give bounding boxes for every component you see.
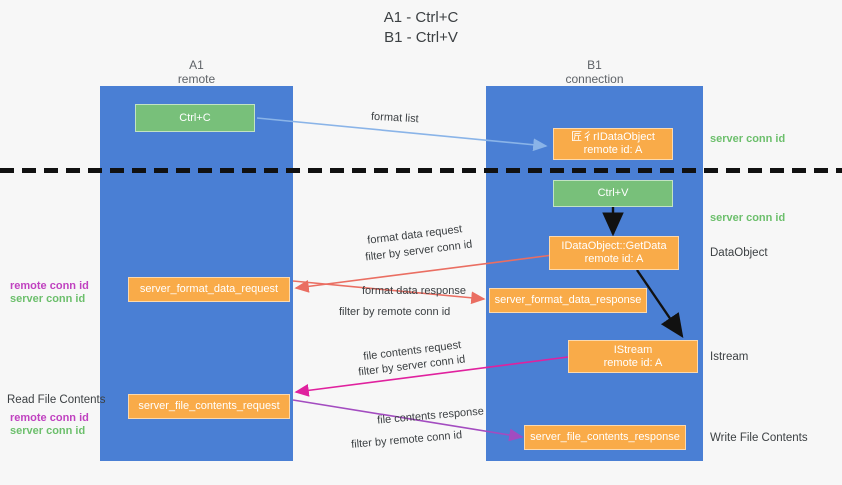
label-format-list: format list xyxy=(370,110,419,126)
box-server-file-contents-response-label: server_file_contents_response xyxy=(530,431,680,443)
column-header-a1-name: A1 xyxy=(189,58,204,72)
box-ctrl-v[interactable]: Ctrl+V xyxy=(553,180,673,207)
box-server-file-contents-request[interactable]: server_file_contents_request xyxy=(128,394,290,419)
box-idataobject-line2: remote id: A xyxy=(583,144,643,156)
box-idataobject-line1: 匠彳rIDataObject xyxy=(571,131,655,143)
label-write-file-contents: Write File Contents xyxy=(710,432,808,444)
box-server-file-contents-request-label: server_file_contents_request xyxy=(138,400,280,412)
format-data-request-filter-prefix: filter by xyxy=(364,246,405,264)
label-dataobject: DataObject xyxy=(710,247,768,259)
box-server-format-data-request[interactable]: server_format_data_request xyxy=(128,277,290,302)
box-ctrl-c[interactable]: Ctrl+C xyxy=(135,104,255,132)
title-line-1: A1 - Ctrl+C xyxy=(383,9,459,26)
column-header-a1: A1 remote xyxy=(100,58,293,86)
phase-divider xyxy=(0,168,842,173)
column-header-b1: B1 connection xyxy=(486,58,703,86)
box-server-file-contents-response[interactable]: server_file_contents_response xyxy=(524,425,686,450)
box-server-format-data-response-label: server_format_data_response xyxy=(494,294,642,306)
label-server-conn-id-upper: server conn id xyxy=(10,293,86,305)
box-server-format-data-request-label: server_format_data_request xyxy=(139,283,279,295)
format-data-response-filter-value: remote conn id xyxy=(377,306,451,318)
label-file-contents-response: file contents response xyxy=(376,405,485,427)
diagram-title: A1 - Ctrl+C B1 - Ctrl+V xyxy=(0,8,842,48)
format-data-response-filter-prefix: filter by xyxy=(339,306,378,318)
file-contents-response-filter-prefix: filter by xyxy=(350,435,391,451)
title-line-2: B1 - Ctrl+V xyxy=(384,29,458,46)
box-idataobject[interactable]: 匠彳rIDataObject remote id: A xyxy=(553,128,673,160)
label-server-conn-id-mid: server conn id xyxy=(710,212,786,224)
label-remote-conn-id-lower: remote conn id xyxy=(10,412,89,424)
box-server-format-data-response[interactable]: server_format_data_response xyxy=(489,288,647,313)
label-format-data-response: format data response xyxy=(362,285,466,297)
box-ctrl-c-label: Ctrl+C xyxy=(179,111,211,124)
label-file-contents-response-filter: filter by remote conn id xyxy=(351,428,463,452)
box-istream-line1: IStream xyxy=(613,343,653,356)
label-remote-conn-id-upper: remote conn id xyxy=(10,280,89,292)
label-istream: Istream xyxy=(710,351,749,363)
label-server-conn-id-top: server conn id xyxy=(710,133,786,145)
label-format-data-response-filter: filter by remote conn id xyxy=(339,305,450,319)
file-contents-response-filter-value: remote conn id xyxy=(389,429,463,448)
box-istream[interactable]: IStream remote id: A xyxy=(568,340,698,373)
box-idataobject-getdata-line2: remote id: A xyxy=(584,253,644,265)
label-server-conn-id-lower: server conn id xyxy=(10,425,86,437)
box-ctrl-v-label: Ctrl+V xyxy=(597,187,629,199)
box-idataobject-getdata-line1: IDataObject::GetData xyxy=(561,240,667,252)
label-read-file-contents: Read File Contents xyxy=(7,394,106,406)
column-header-a1-sub: remote xyxy=(177,72,216,86)
box-idataobject-getdata[interactable]: IDataObject::GetData remote id: A xyxy=(549,236,679,270)
column-header-b1-sub: connection xyxy=(565,72,624,86)
column-header-b1-name: B1 xyxy=(587,58,602,72)
file-contents-request-filter-prefix: filter by xyxy=(357,361,398,379)
box-istream-line2: remote id: A xyxy=(603,356,663,369)
